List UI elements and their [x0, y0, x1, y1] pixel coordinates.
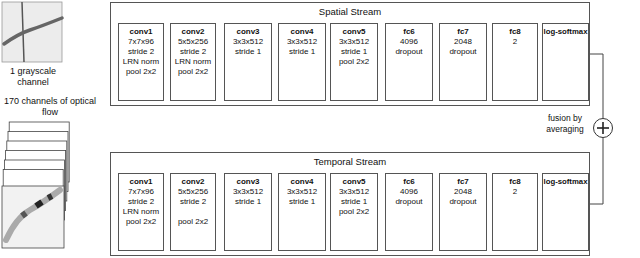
layer-box: conv17x7x96stride 2LRN normpool 2x2	[118, 23, 164, 101]
layer-name: conv4	[290, 177, 313, 187]
layer-spec: 3x3x512	[339, 187, 369, 197]
layer-spec: pool 2x2	[178, 67, 208, 77]
layer-spec: 2048	[454, 37, 472, 47]
layer-name: log-softmax	[544, 177, 588, 187]
layer-spec: stride 1	[289, 47, 315, 57]
layer-box: conv25x5x256stride 2LRN normpool 2x2	[170, 23, 216, 101]
layer-name: fc7	[457, 27, 469, 37]
layer-spec: 2048	[454, 187, 472, 197]
layer-spec: dropout	[395, 197, 422, 207]
layer-box: conv53x3x512stride 1pool 2x2	[330, 173, 378, 251]
layer-spec: 3x3x512	[287, 37, 317, 47]
layer-spec: stride 2	[128, 47, 154, 57]
layer-spec: stride 2	[180, 197, 206, 207]
layer-name: conv1	[129, 27, 152, 37]
layer-box: fc72048dropout	[439, 173, 487, 251]
fusion-connector	[590, 54, 603, 118]
layer-spec: dropout	[449, 47, 476, 57]
layer-box: log-softmax	[542, 173, 589, 251]
layer-box: fc64096dropout	[385, 173, 433, 251]
layer-box: conv33x3x512stride 1	[224, 23, 272, 101]
stream-title: Temporal Stream	[111, 156, 589, 167]
layer-name: fc8	[509, 177, 521, 187]
layer-spec: pool 2x2	[126, 217, 156, 227]
layer-spec: stride 2	[128, 197, 154, 207]
layer-spec: stride 1	[235, 197, 261, 207]
layer-spec: 7x7x96	[128, 37, 154, 47]
layer-spec: 7x7x96	[128, 187, 154, 197]
layer-box: conv43x3x512stride 1	[278, 173, 326, 251]
layer-name: conv4	[290, 27, 313, 37]
layer-name: conv2	[181, 177, 204, 187]
layer-spec: 5x5x256	[178, 187, 208, 197]
layer-name: conv3	[236, 177, 259, 187]
layer-spec: pool 2x2	[339, 57, 369, 67]
layer-spec: 3x3x512	[233, 187, 263, 197]
layer-spec: LRN norm	[123, 207, 159, 217]
layer-spec: pool 2x2	[339, 207, 369, 217]
layer-name: log-softmax	[544, 27, 588, 37]
plus-symbol	[594, 119, 612, 137]
layer-box: fc82	[492, 23, 538, 101]
fusion-connector	[590, 138, 603, 204]
layer-name: conv5	[342, 177, 365, 187]
layer-spec: pool 2x2	[178, 217, 208, 227]
layer-name: fc8	[509, 27, 521, 37]
layer-name: conv5	[342, 27, 365, 37]
layer-name: conv3	[236, 27, 259, 37]
stream-box: Spatial Streamconv17x7x96stride 2LRN nor…	[110, 2, 590, 106]
fusion-circle: fusion by averaging	[593, 118, 613, 138]
layer-box: conv43x3x512stride 1	[278, 23, 326, 101]
fusion-label: fusion by averaging	[542, 113, 588, 135]
layer-spec: stride 1	[341, 47, 367, 57]
layer-name: conv2	[181, 27, 204, 37]
layer-spec: 4096	[400, 187, 418, 197]
layer-spec: stride 2	[180, 47, 206, 57]
layer-name: fc6	[403, 177, 415, 187]
stream-title: Spatial Stream	[111, 6, 589, 17]
layer-box: log-softmax	[542, 23, 589, 101]
layer-spec: dropout	[395, 47, 422, 57]
input-caption: 1 grayscale channel	[2, 66, 64, 88]
layer-name: conv1	[129, 177, 152, 187]
layer-spec: 2	[513, 187, 517, 197]
layer-spec: pool 2x2	[126, 67, 156, 77]
layer-spec: dropout	[449, 197, 476, 207]
layer-name: fc7	[457, 177, 469, 187]
layer-box: conv25x5x256stride 2 pool 2x2	[170, 173, 216, 251]
layer-box: fc64096dropout	[385, 23, 433, 101]
grayscale-frame	[2, 2, 62, 62]
layer-spec: stride 1	[289, 197, 315, 207]
stream-box: Temporal Streamconv17x7x96stride 2LRN no…	[110, 152, 590, 256]
layer-spec: stride 1	[341, 197, 367, 207]
layer-spec: LRN norm	[123, 57, 159, 67]
layer-box: conv33x3x512stride 1	[224, 173, 272, 251]
layer-box: conv53x3x512stride 1pool 2x2	[330, 23, 378, 101]
layer-name: fc6	[403, 27, 415, 37]
layer-spec: 3x3x512	[233, 37, 263, 47]
layer-spec: 4096	[400, 37, 418, 47]
layer-box: conv17x7x96stride 2LRN normpool 2x2	[118, 173, 164, 251]
layer-spec: stride 1	[235, 47, 261, 57]
layer-box: fc82	[492, 173, 538, 251]
layer-box: fc72048dropout	[439, 23, 487, 101]
layer-spec: 5x5x256	[178, 37, 208, 47]
input-caption: 170 channels of optical flow	[0, 96, 100, 118]
optical-flow-stack	[2, 122, 69, 248]
layer-spec: 2	[513, 37, 517, 47]
layer-spec: 3x3x512	[339, 37, 369, 47]
layer-spec: 3x3x512	[287, 187, 317, 197]
layer-spec: LRN norm	[175, 57, 211, 67]
